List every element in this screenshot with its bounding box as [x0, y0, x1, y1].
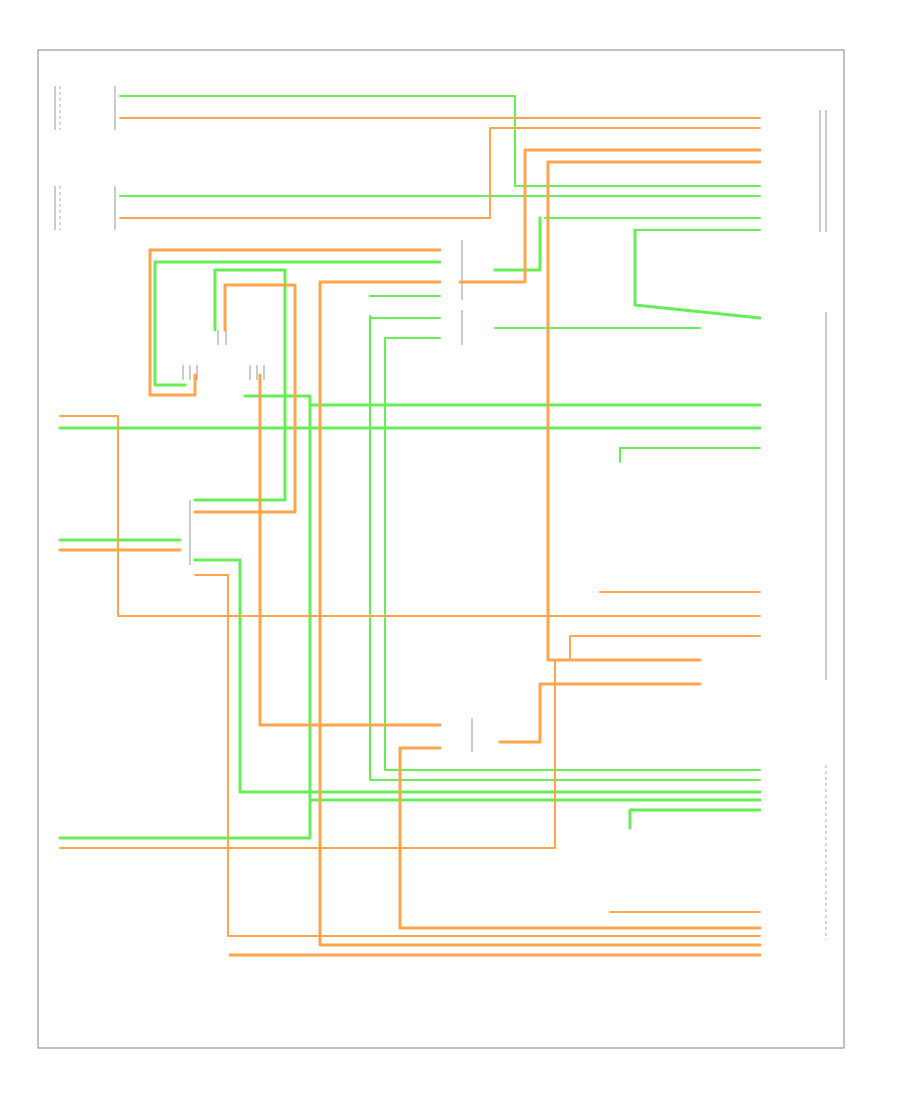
fuse-markers: [182, 330, 265, 380]
left-top-speaker-component: [54, 86, 116, 130]
green-wire-group: [58, 95, 762, 840]
right-component-a: [819, 110, 827, 232]
orange-wire-group: [58, 117, 762, 957]
left-second-speaker-component: [54, 186, 116, 230]
diagram-border: [37, 49, 845, 1049]
